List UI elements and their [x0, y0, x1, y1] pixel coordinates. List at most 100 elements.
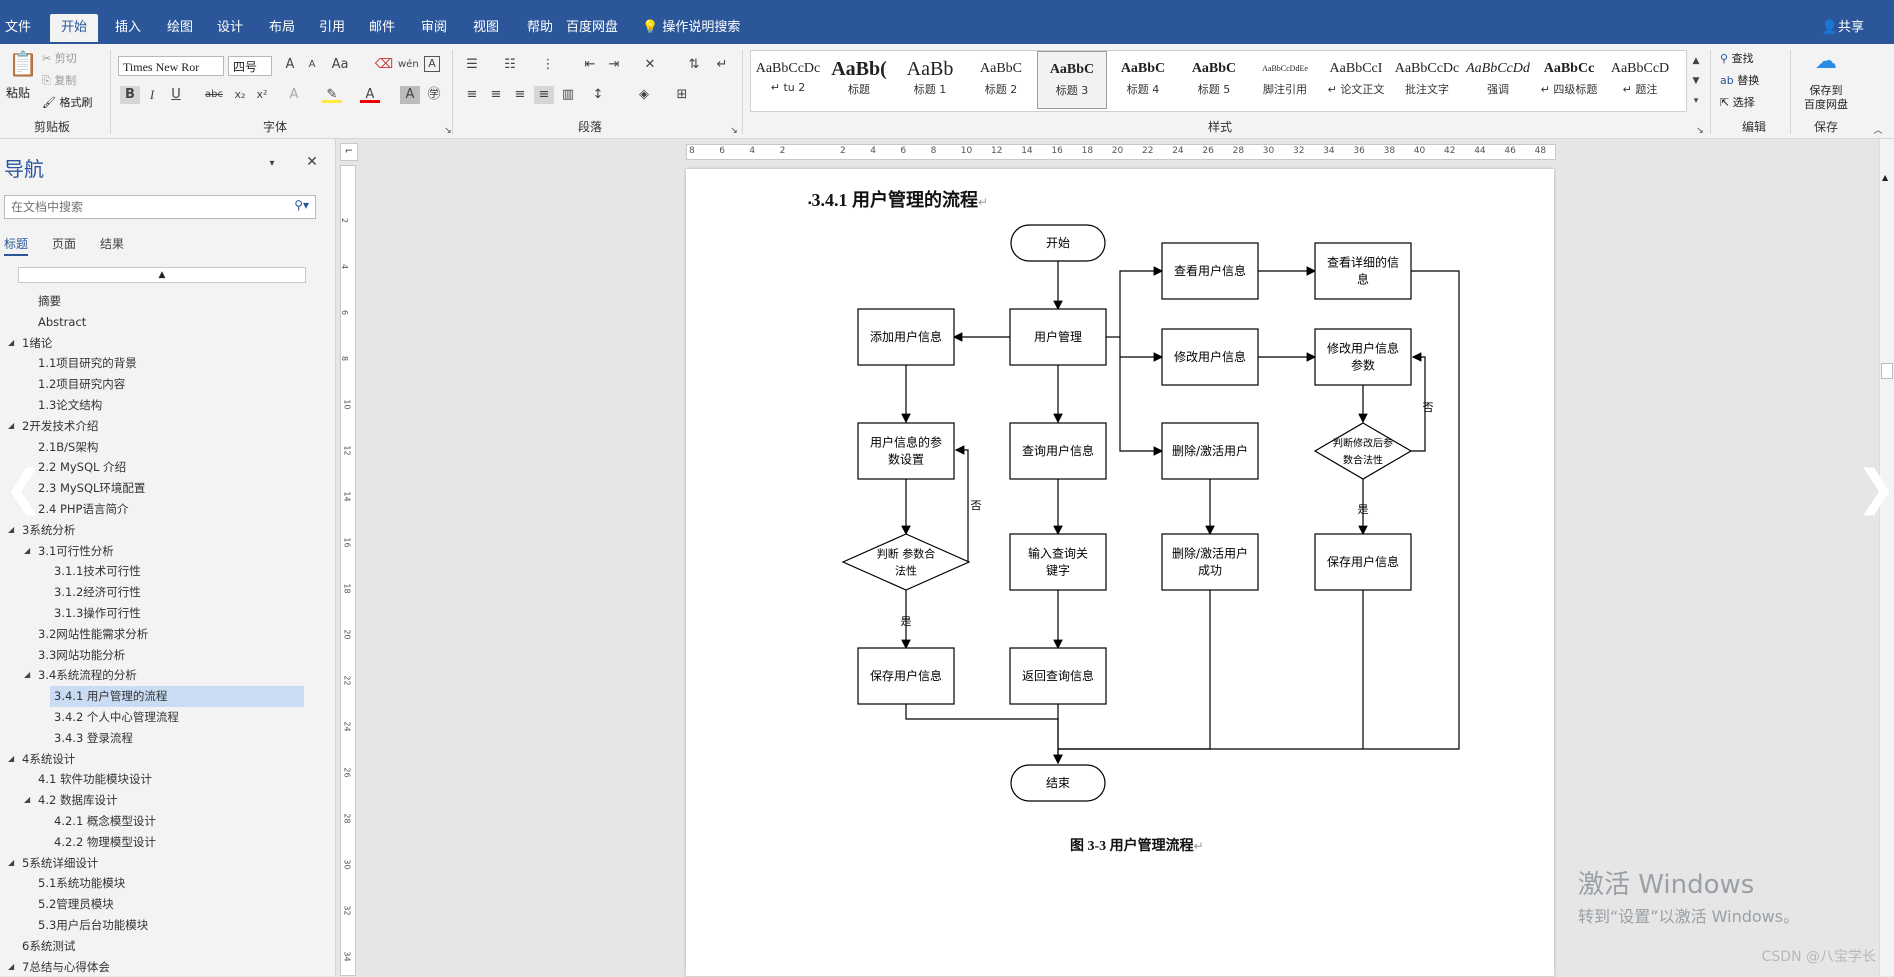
nav-heading-item[interactable]: 4.1 软件功能模块设计: [0, 769, 320, 790]
styles-dialog-launcher-icon[interactable]: ↘: [1690, 122, 1710, 140]
nav-heading-item[interactable]: 1.3论文结构: [0, 395, 320, 416]
tab-10[interactable]: 帮助: [520, 14, 560, 42]
nav-heading-item[interactable]: 2.1B/S架构: [0, 437, 320, 458]
document-page[interactable]: ▪3.4.1 用户管理的流程↵ 开始用户管理添加用户信息用户信息的参数设置判断 …: [686, 169, 1554, 976]
close-icon[interactable]: ✕: [302, 153, 322, 171]
align-left-icon[interactable]: ≡: [462, 86, 482, 104]
nav-heading-item[interactable]: 3.4.1 用户管理的流程: [50, 686, 304, 707]
phonetic-guide-icon[interactable]: wén: [398, 56, 418, 74]
nav-heading-item[interactable]: ◢7总结与心得体会: [0, 957, 320, 977]
tab-selector[interactable]: ⌐: [340, 143, 358, 161]
chinese-layout-icon[interactable]: ✕: [640, 56, 660, 74]
nav-tab-2[interactable]: 结果: [100, 235, 124, 252]
nav-heading-item[interactable]: 5.1系统功能模块: [0, 873, 320, 894]
tab-1[interactable]: 开始: [50, 14, 98, 42]
change-case-icon[interactable]: Aa: [330, 56, 350, 74]
borders-icon[interactable]: ⊞: [672, 86, 692, 104]
shading-icon[interactable]: ◈: [634, 86, 654, 104]
gallery-up-icon[interactable]: ▲: [1686, 52, 1706, 70]
expand-triangle-icon[interactable]: ◢: [8, 416, 14, 437]
nav-heading-item[interactable]: 2.4 PHP语言简介: [0, 499, 320, 520]
nav-heading-item[interactable]: 3.2网站性能需求分析: [0, 624, 320, 645]
tab-11[interactable]: 百度网盘: [564, 14, 620, 42]
nav-heading-item[interactable]: ◢3系统分析: [0, 520, 320, 541]
italic-icon[interactable]: I: [142, 86, 162, 104]
align-right-icon[interactable]: ≡: [510, 86, 530, 104]
search-icon[interactable]: ⚲▾: [294, 198, 309, 212]
expand-triangle-icon[interactable]: ◢: [24, 665, 30, 686]
replace-button[interactable]: ab 替换: [1720, 72, 1759, 88]
scroll-up-icon[interactable]: ▲: [1882, 173, 1888, 182]
text-effects-icon[interactable]: A: [284, 86, 304, 104]
tab-9[interactable]: 视图: [464, 14, 508, 42]
format-painter-button[interactable]: 🖌 格式刷: [42, 94, 92, 110]
tab-0[interactable]: 文件: [0, 14, 36, 42]
tab-3[interactable]: 绘图: [160, 14, 200, 42]
tab-7[interactable]: 邮件: [362, 14, 402, 42]
paste-icon[interactable]: 📋: [8, 48, 36, 80]
nav-heading-item[interactable]: 2.2 MySQL 介绍: [0, 457, 320, 478]
superscript-icon[interactable]: x²: [252, 86, 272, 104]
param-set-box[interactable]: [858, 423, 954, 479]
vertical-scrollbar[interactable]: ▲: [1879, 139, 1894, 976]
justify-icon[interactable]: ≡: [534, 86, 554, 104]
expand-triangle-icon[interactable]: ◢: [8, 520, 14, 541]
nav-heading-item[interactable]: 摘要: [0, 291, 320, 312]
tell-me-search[interactable]: 💡 操作说明搜索: [642, 14, 740, 42]
nav-heading-item[interactable]: 3.1.2经济可行性: [0, 582, 320, 603]
nav-heading-item[interactable]: 2.3 MySQL环境配置: [0, 478, 320, 499]
gallery-more-icon[interactable]: ▾: [1686, 92, 1706, 110]
nav-heading-item[interactable]: 3.1.1技术可行性: [0, 561, 320, 582]
bullets-icon[interactable]: ☰: [462, 56, 482, 74]
collapse-ribbon-icon[interactable]: ︿: [1868, 122, 1888, 140]
nav-tab-0[interactable]: 标题: [4, 235, 28, 256]
nav-heading-item[interactable]: 5.2管理员模块: [0, 894, 320, 915]
nav-heading-item[interactable]: ◢3.1可行性分析: [0, 541, 320, 562]
nav-heading-item[interactable]: 4.2.1 概念模型设计: [0, 811, 320, 832]
nav-heading-item[interactable]: ◢5系统详细设计: [0, 853, 320, 874]
clear-format-icon[interactable]: ⌫: [374, 56, 394, 74]
search-input[interactable]: [5, 196, 283, 218]
tab-6[interactable]: 引用: [312, 14, 352, 42]
expand-triangle-icon[interactable]: ◢: [8, 853, 14, 874]
expand-triangle-icon[interactable]: ◢: [8, 333, 14, 354]
view-detail-box[interactable]: [1315, 243, 1411, 299]
decrease-indent-icon[interactable]: ⇤: [580, 56, 600, 74]
nav-heading-item[interactable]: 6系统测试: [0, 936, 320, 957]
style-tile-11[interactable]: AaBbCc↵ 四级标题: [1534, 51, 1604, 109]
nav-heading-item[interactable]: ◢3.4系统流程的分析: [0, 665, 320, 686]
scroll-to-top-button[interactable]: ▲: [18, 267, 306, 283]
save-to-cloud-button[interactable]: 保存到 百度网盘: [1800, 84, 1852, 112]
font-name-combo[interactable]: Times New Ror: [118, 56, 224, 76]
enclose-char-icon[interactable]: ㊫: [424, 86, 444, 104]
input-kw-box[interactable]: [1010, 534, 1106, 590]
shrink-font-icon[interactable]: A: [302, 56, 322, 74]
scroll-thumb[interactable]: [1881, 363, 1893, 379]
multilevel-list-icon[interactable]: ⋮: [538, 56, 558, 74]
nav-heading-item[interactable]: 3.4.2 个人中心管理流程: [0, 707, 320, 728]
nav-heading-item[interactable]: 3.4.3 登录流程: [0, 728, 320, 749]
nav-heading-item[interactable]: ◢2开发技术介绍: [0, 416, 320, 437]
check-edit-diamond[interactable]: [1315, 423, 1411, 479]
nav-heading-item[interactable]: 3.1.3操作可行性: [0, 603, 320, 624]
paragraph-dialog-launcher-icon[interactable]: ↘: [724, 122, 744, 140]
edit-param-box[interactable]: [1315, 329, 1411, 385]
nav-heading-item[interactable]: 4.2.2 物理模型设计: [0, 832, 320, 853]
nav-heading-item[interactable]: 5.3用户后台功能模块: [0, 915, 320, 936]
cut-button[interactable]: ✂ 剪切: [42, 50, 77, 66]
bold-icon[interactable]: B: [120, 86, 140, 104]
check-valid-diamond[interactable]: [843, 534, 969, 590]
style-tile-8[interactable]: AaBbCcI↵ 论文正文: [1321, 51, 1391, 109]
nav-options-icon[interactable]: ▾: [262, 155, 282, 173]
expand-triangle-icon[interactable]: ◢: [8, 749, 14, 770]
nav-heading-item[interactable]: 1.1项目研究的背景: [0, 353, 320, 374]
show-marks-icon[interactable]: ↵: [712, 56, 732, 74]
